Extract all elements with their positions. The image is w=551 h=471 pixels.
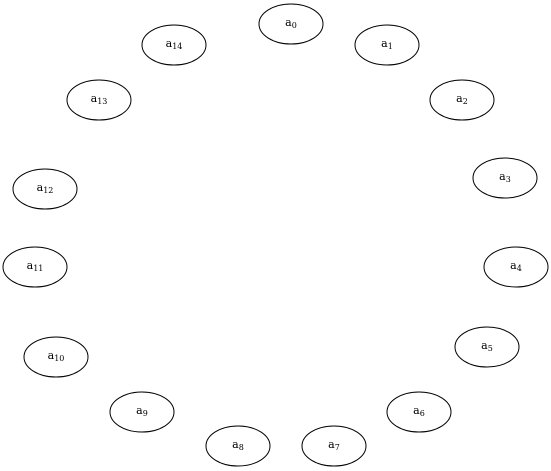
node-label-index: 4 bbox=[517, 264, 522, 273]
node-a5: a5 bbox=[454, 326, 520, 368]
node-ellipse bbox=[109, 391, 175, 433]
node-label-base: a bbox=[48, 349, 55, 362]
node-label-index: 12 bbox=[43, 186, 53, 195]
node-label: a3 bbox=[499, 170, 511, 184]
node-label: a9 bbox=[136, 404, 148, 418]
node-label-index: 5 bbox=[488, 344, 493, 353]
node-ellipse bbox=[141, 24, 207, 66]
node-label-base: a bbox=[232, 438, 239, 451]
node-label-base: a bbox=[285, 16, 292, 29]
node-label-base: a bbox=[166, 37, 173, 50]
node-label-index: 9 bbox=[143, 409, 148, 418]
node-label-index: 8 bbox=[239, 443, 244, 452]
node-label: a12 bbox=[37, 181, 54, 195]
node-label: a6 bbox=[413, 404, 425, 418]
node-ellipse bbox=[483, 246, 549, 288]
node-label: a11 bbox=[27, 259, 44, 273]
node-label: a4 bbox=[510, 259, 522, 273]
node-a7: a7 bbox=[301, 425, 367, 467]
node-label-base: a bbox=[510, 259, 517, 272]
node-label-base: a bbox=[136, 404, 143, 417]
node-label-base: a bbox=[328, 438, 335, 451]
node-a10: a10 bbox=[23, 336, 89, 378]
node-a1: a1 bbox=[354, 24, 420, 66]
node-label: a7 bbox=[328, 438, 340, 452]
node-label: a13 bbox=[91, 92, 108, 106]
node-label-base: a bbox=[499, 170, 506, 183]
node-label-base: a bbox=[413, 404, 420, 417]
node-ellipse bbox=[12, 168, 78, 210]
node-label-base: a bbox=[27, 259, 34, 272]
node-label-base: a bbox=[481, 339, 488, 352]
node-ellipse bbox=[258, 3, 324, 45]
node-label-index: 3 bbox=[506, 175, 511, 184]
node-ellipse bbox=[454, 326, 520, 368]
node-label: a0 bbox=[285, 16, 297, 30]
node-label-index: 2 bbox=[463, 97, 468, 106]
node-ellipse bbox=[301, 425, 367, 467]
node-a12: a12 bbox=[12, 168, 78, 210]
node-label-base: a bbox=[456, 92, 463, 105]
node-a8: a8 bbox=[205, 425, 271, 467]
node-label-index: 6 bbox=[420, 409, 425, 418]
node-label-index: 0 bbox=[292, 21, 297, 30]
node-label: a5 bbox=[481, 339, 493, 353]
node-a14: a14 bbox=[141, 24, 207, 66]
node-ellipse bbox=[2, 246, 68, 288]
node-label-index: 11 bbox=[33, 264, 43, 273]
node-a11: a11 bbox=[2, 246, 68, 288]
node-a2: a2 bbox=[429, 79, 495, 121]
node-label-index: 10 bbox=[54, 354, 64, 363]
node-label-index: 13 bbox=[97, 97, 107, 106]
node-label: a1 bbox=[381, 37, 393, 51]
node-label-base: a bbox=[91, 92, 98, 105]
node-ellipse bbox=[472, 157, 538, 199]
node-label-index: 14 bbox=[172, 42, 182, 51]
node-a9: a9 bbox=[109, 391, 175, 433]
node-label: a8 bbox=[232, 438, 244, 452]
node-a13: a13 bbox=[66, 79, 132, 121]
node-label-base: a bbox=[37, 181, 44, 194]
node-label: a10 bbox=[48, 349, 65, 363]
node-label-index: 1 bbox=[388, 42, 393, 51]
node-ellipse bbox=[66, 79, 132, 121]
node-label-index: 7 bbox=[335, 443, 340, 452]
node-a4: a4 bbox=[483, 246, 549, 288]
node-ellipse bbox=[429, 79, 495, 121]
node-a0: a0 bbox=[258, 3, 324, 45]
node-ellipse bbox=[205, 425, 271, 467]
node-a6: a6 bbox=[386, 391, 452, 433]
node-label: a14 bbox=[166, 37, 183, 51]
node-a3: a3 bbox=[472, 157, 538, 199]
node-label: a2 bbox=[456, 92, 468, 106]
node-label-base: a bbox=[381, 37, 388, 50]
node-ellipse bbox=[23, 336, 89, 378]
node-ellipse bbox=[386, 391, 452, 433]
node-ellipse bbox=[354, 24, 420, 66]
